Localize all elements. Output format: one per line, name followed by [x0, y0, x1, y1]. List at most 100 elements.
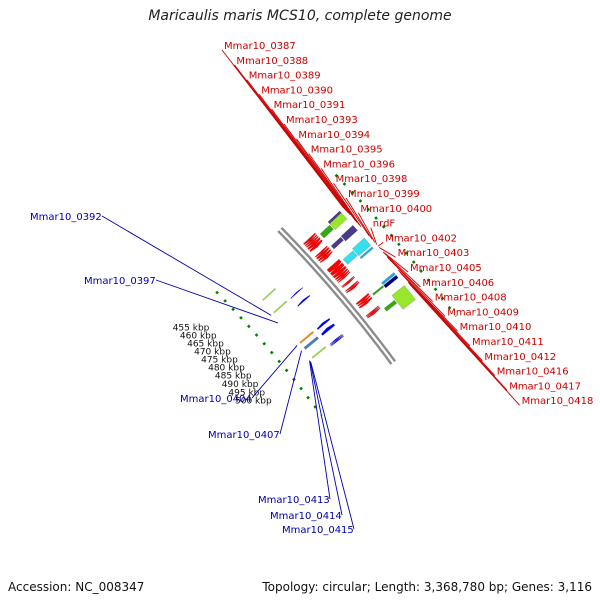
reverse-gene-label: Mmar10_0392 [30, 212, 102, 223]
forward-label-leader [345, 197, 373, 240]
forward-label-leader [377, 242, 384, 247]
reverse-gene-label: Mmar10_0407 [208, 430, 280, 441]
reverse-gene-label: Mmar10_0413 [258, 495, 330, 506]
forward-label-leader [283, 123, 356, 222]
kbp-tick-label: 475 kbp [201, 355, 238, 365]
forward-label-leader [258, 94, 349, 214]
cog-reverse-block [262, 287, 277, 302]
forward-label-leader [271, 108, 351, 216]
reverse-gene-arrow [330, 334, 344, 347]
cog-inner-block [383, 299, 398, 312]
cog-outer-block [329, 212, 348, 231]
forward-label-leader [320, 168, 362, 227]
cog-outer-block [351, 237, 372, 257]
forward-label-leader [383, 252, 421, 288]
cog-outer-block [340, 224, 358, 242]
kbp-tick-label: 500 kbp [235, 397, 272, 407]
cog-inner-block [342, 250, 358, 265]
forward-gene-label: Mmar10_0408 [435, 293, 507, 304]
topology-text: Topology: circular; Length: 3,368,780 bp… [262, 580, 592, 594]
forward-gene-arrow [345, 281, 360, 294]
cog-inner-block [319, 224, 334, 239]
reverse-gene-arrow [320, 323, 336, 336]
gene-labels: Mmar10_0387Mmar10_0388Mmar10_0389Mmar10_… [30, 41, 593, 536]
cog-outer-block [359, 246, 374, 260]
kbp-tick-label: 495 kbp [228, 388, 265, 398]
forward-gene-label: Mmar10_0390 [261, 85, 333, 96]
kbp-tick-label: 470 kbp [194, 347, 231, 357]
forward-gene-label: Mmar10_0411 [472, 337, 544, 348]
forward-gene-arrow [319, 250, 333, 264]
forward-label-leader [358, 212, 376, 243]
cog-inner-block [372, 285, 385, 296]
forward-label-leader [308, 153, 360, 226]
reverse-label-leader [310, 362, 355, 530]
forward-gene-arrow [307, 237, 321, 251]
forward-gene-label: Mmar10_0388 [236, 56, 308, 67]
forward-gene-arrow [304, 234, 318, 247]
reverse-label-leader [251, 345, 298, 399]
tick-dot-tracks [215, 173, 458, 417]
forward-gene-arrow [309, 239, 323, 253]
kbp-tick-label: 480 kbp [208, 364, 245, 374]
forward-gene-label: Mmar10_0412 [484, 352, 556, 363]
reverse-label-leader [101, 215, 272, 316]
forward-gene-label: Mmar10_0395 [311, 145, 383, 156]
forward-gene-label: Mmar10_0393 [286, 115, 358, 126]
kbp-tick-label: 460 kbp [180, 331, 217, 341]
forward-gene-arrow [337, 271, 351, 284]
reverse-gene-arrow [297, 294, 311, 307]
forward-gene-label: Mmar10_0387 [224, 41, 296, 52]
forward-gene-label: Mmar10_0394 [298, 130, 370, 141]
forward-label-leader [401, 273, 483, 362]
kbp-tick-label: 465 kbp [187, 339, 224, 349]
forward-label-leader [409, 284, 520, 406]
forward-gene-arrow [332, 265, 347, 279]
forward-gene-arrow [317, 248, 332, 262]
forward-gene-arrow [314, 245, 328, 258]
forward-gene-label: Mmar10_0417 [509, 381, 581, 392]
cog-reverse-block [303, 336, 320, 350]
forward-gene-label: Mmar10_0389 [249, 71, 321, 82]
reverse-gene-label: Mmar10_0404 [180, 394, 252, 405]
cog-reverse-block [311, 346, 327, 359]
forward-gene-arrow [329, 262, 345, 276]
cog-outer-block [383, 274, 399, 289]
kbp-tick-label: 485 kbp [215, 372, 252, 382]
map-title: Maricaulis maris MCS10, complete genome [148, 8, 452, 24]
forward-gene-arrow [341, 276, 356, 289]
reverse-label-leader [309, 360, 331, 500]
genome-backbone [277, 226, 397, 365]
cog-outer-block [381, 272, 396, 286]
accession-text: Accession: NC_008347 [8, 580, 145, 594]
forward-gene-label: Mmar10_0416 [497, 367, 569, 378]
cog-tracks [262, 210, 416, 359]
forward-gene-label: Mmar10_0418 [522, 396, 594, 407]
gene-tracks [290, 232, 381, 347]
forward-gene-arrow [345, 279, 359, 293]
forward-gene-arrow [365, 305, 380, 317]
backbone-inner [279, 228, 395, 364]
inner-dot-track [215, 290, 323, 417]
forward-gene-arrow [366, 305, 381, 318]
forward-gene-arrow [355, 293, 370, 305]
cog-reverse-block [273, 300, 288, 314]
forward-label-leader [387, 257, 446, 317]
forward-gene-label: Mmar10_0400 [360, 204, 432, 215]
reverse-label-leader [309, 361, 343, 516]
forward-gene-arrow [366, 307, 381, 319]
kbp-tick-label: 490 kbp [222, 380, 259, 390]
reverse-gene-label: Mmar10_0397 [84, 276, 156, 287]
forward-gene-arrow [334, 268, 349, 281]
forward-gene-label: Mmar10_0405 [410, 263, 482, 274]
forward-gene-label: Mmar10_0410 [460, 322, 532, 333]
forward-gene-label: Mmar10_0398 [336, 174, 408, 185]
forward-gene-arrow [302, 232, 317, 246]
forward-label-leader [333, 182, 370, 237]
forward-gene-label: Mmar10_0409 [447, 307, 519, 318]
reverse-label-leader [279, 350, 302, 435]
cog-outer-block [391, 284, 416, 310]
forward-gene-arrow [316, 246, 330, 260]
